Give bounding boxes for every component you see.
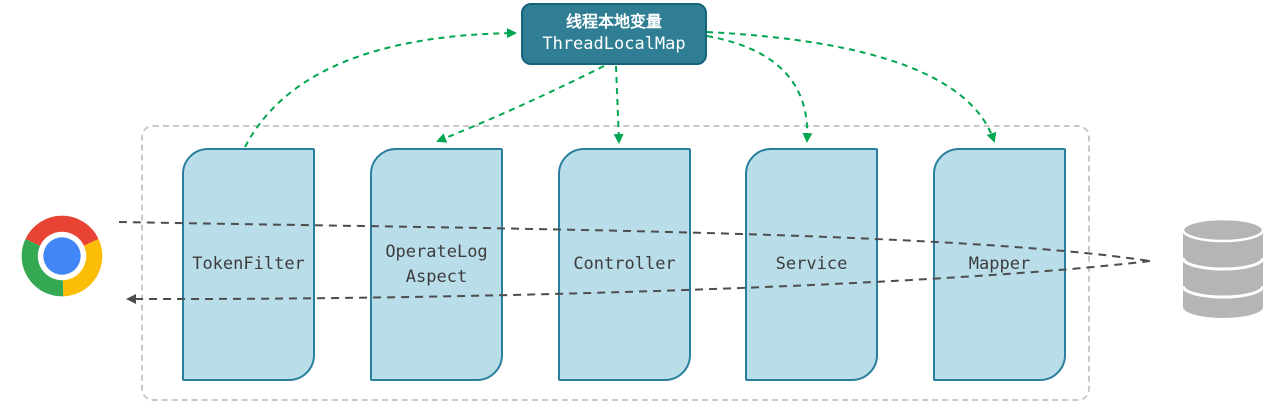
component-node-controller: Controller <box>558 148 691 381</box>
component-node-service: Service <box>745 148 878 381</box>
threadlocalmap-label-cn: 线程本地变量 <box>565 13 662 31</box>
component-label: Service <box>775 254 848 275</box>
threadlocalmap-label-en: ThreadLocalMap <box>542 34 686 55</box>
threadlocalmap-node: 线程本地变量 ThreadLocalMap <box>521 3 707 65</box>
component-node-mapper: Mapper <box>933 148 1066 381</box>
chrome-browser-icon <box>21 215 103 297</box>
component-label: Controller <box>573 254 676 275</box>
component-node-tokenfilter: TokenFilter <box>182 148 315 381</box>
component-label: Mapper <box>968 254 1031 275</box>
component-label: TokenFilter <box>192 254 305 275</box>
component-label: OperateLog Aspect <box>385 241 488 287</box>
component-node-operatelog-aspect: OperateLog Aspect <box>370 148 503 381</box>
database-icon <box>1182 218 1264 318</box>
